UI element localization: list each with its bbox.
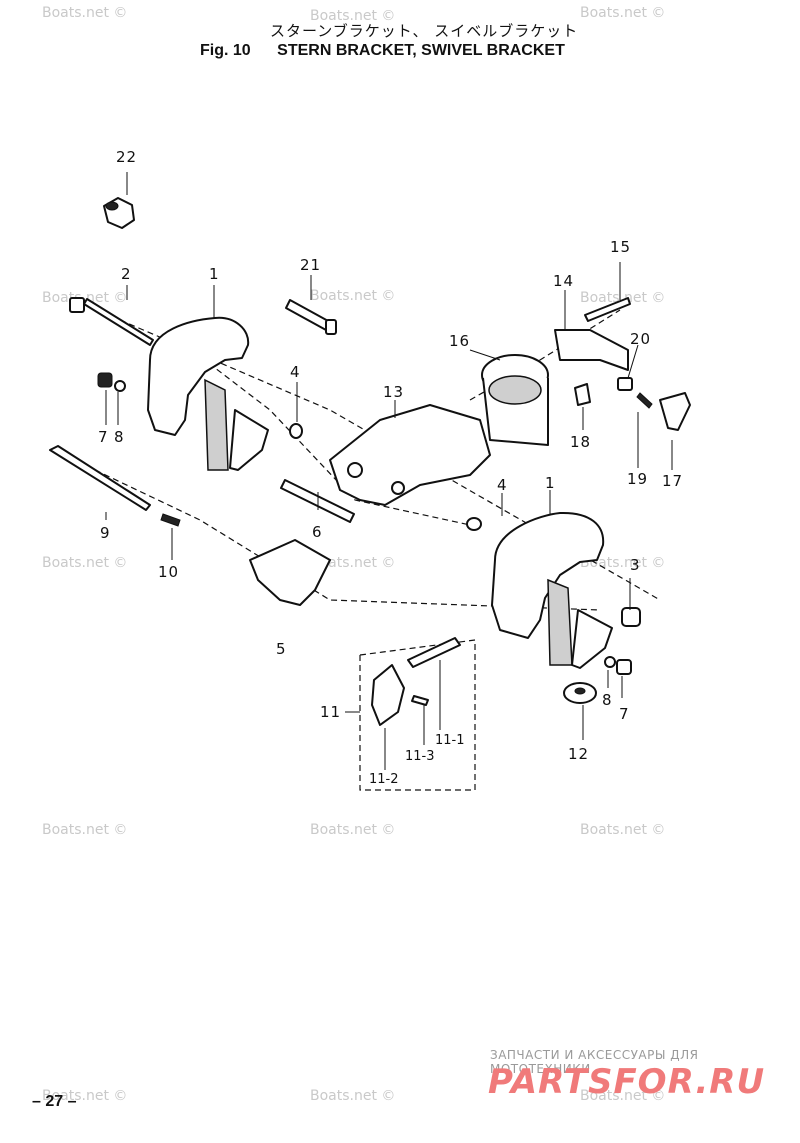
watermark: Boats.net ©: [310, 555, 396, 571]
part-7-nut-left: [97, 372, 113, 388]
watermark: Boats.net ©: [42, 822, 128, 838]
watermark: Boats.net ©: [310, 8, 396, 24]
part-label: 1: [545, 474, 556, 492]
part-label: 11-3: [405, 749, 435, 764]
part-label: 18: [570, 433, 592, 451]
part-label: 15: [610, 238, 632, 256]
part-4-washer-right: [466, 517, 482, 531]
brand-tagline: ЗАПЧАСТИ И АКСЕССУАРЫ ДЛЯ МОТОТЕХНИКИ: [490, 1048, 699, 1076]
part-19-spring: [636, 392, 653, 409]
part-label: 13: [383, 383, 405, 401]
part-12-cap: [563, 682, 597, 704]
part-17-wing-bolt: [659, 392, 691, 431]
part-16-steering-bearing: [481, 354, 549, 446]
figure-title: Fig. 10 STERN BRACKET, SWIVEL BRACKET: [200, 42, 565, 60]
watermark: Boats.net ©: [310, 288, 396, 304]
part-22-cap-nut: [103, 197, 135, 229]
part-7-nut-right: [616, 659, 632, 675]
watermark: Boats.net ©: [42, 555, 128, 571]
watermark: Boats.net ©: [580, 822, 666, 838]
watermark: Boats.net ©: [580, 5, 666, 21]
part-label: 7: [98, 428, 109, 446]
part-20-nut: [617, 377, 633, 391]
part-label: 21: [300, 256, 322, 274]
part-21-bolt: [285, 299, 337, 335]
watermark: Boats.net ©: [580, 1088, 666, 1104]
part-label: 11-1: [435, 733, 465, 748]
page-number: – 27 –: [32, 1093, 77, 1110]
brand-logo: PARTSFOR.RU: [488, 1062, 766, 1102]
part-label: 10: [158, 563, 180, 581]
part-1-stern-bracket-left: [147, 316, 269, 471]
watermark: Boats.net ©: [42, 5, 128, 21]
part-label: 20: [630, 330, 652, 348]
part-label: 19: [627, 470, 649, 488]
watermark: Boats.net ©: [42, 290, 128, 306]
part-label: 4: [497, 476, 508, 494]
part-4-washer-top: [289, 423, 303, 439]
part-label: 8: [602, 691, 613, 709]
part-label: 5: [276, 640, 287, 658]
kit-11-outline: [359, 639, 476, 791]
part-label: 12: [568, 745, 590, 763]
part-label: 8: [114, 428, 125, 446]
part-label: 2: [121, 265, 132, 283]
part-9-tilt-rod: [49, 445, 151, 511]
part-label: 4: [290, 363, 301, 381]
part-label: 11: [320, 703, 342, 721]
watermark: Boats.net ©: [580, 555, 666, 571]
figure-number: Fig. 10: [200, 42, 251, 59]
part-label: 1: [209, 265, 220, 283]
part-label: 7: [619, 705, 630, 723]
part-label: 3: [630, 556, 641, 574]
part-1-stern-bracket-right: [491, 511, 613, 669]
part-label: 6: [312, 523, 323, 541]
part-10-spring: [160, 513, 181, 527]
part-5-trim-plate: [249, 539, 331, 606]
assembly-axis-line: [469, 309, 621, 401]
part-11-2-lever: [371, 664, 405, 726]
part-15-bolt: [584, 297, 631, 322]
part-label: 22: [116, 148, 138, 166]
figure-title-text: STERN BRACKET, SWIVEL BRACKET: [277, 42, 565, 59]
part-label: 16: [449, 332, 471, 350]
part-label: 11-2: [369, 772, 399, 787]
part-18-stopper: [574, 383, 591, 406]
part-11-3-screw: [411, 695, 429, 706]
part-2-tilt-bolt: [69, 297, 154, 346]
watermark: Boats.net ©: [310, 1088, 396, 1104]
part-label: 14: [553, 272, 575, 290]
part-8-washer-left: [114, 380, 126, 392]
part-11-1-pin: [407, 637, 461, 668]
watermark: Boats.net ©: [580, 290, 666, 306]
part-13-swivel-bracket: [329, 404, 491, 506]
part-8-washer-right: [604, 656, 616, 668]
title-japanese: スターンブラケット、 スイベルブラケット: [270, 22, 579, 40]
part-label: 17: [662, 472, 684, 490]
part-label: 9: [100, 524, 111, 542]
watermark: Boats.net ©: [42, 1088, 128, 1104]
part-14-clamp: [554, 329, 629, 371]
assembly-axis-line: [184, 344, 471, 526]
watermark: Boats.net ©: [310, 822, 396, 838]
part-3-nut: [621, 607, 641, 627]
